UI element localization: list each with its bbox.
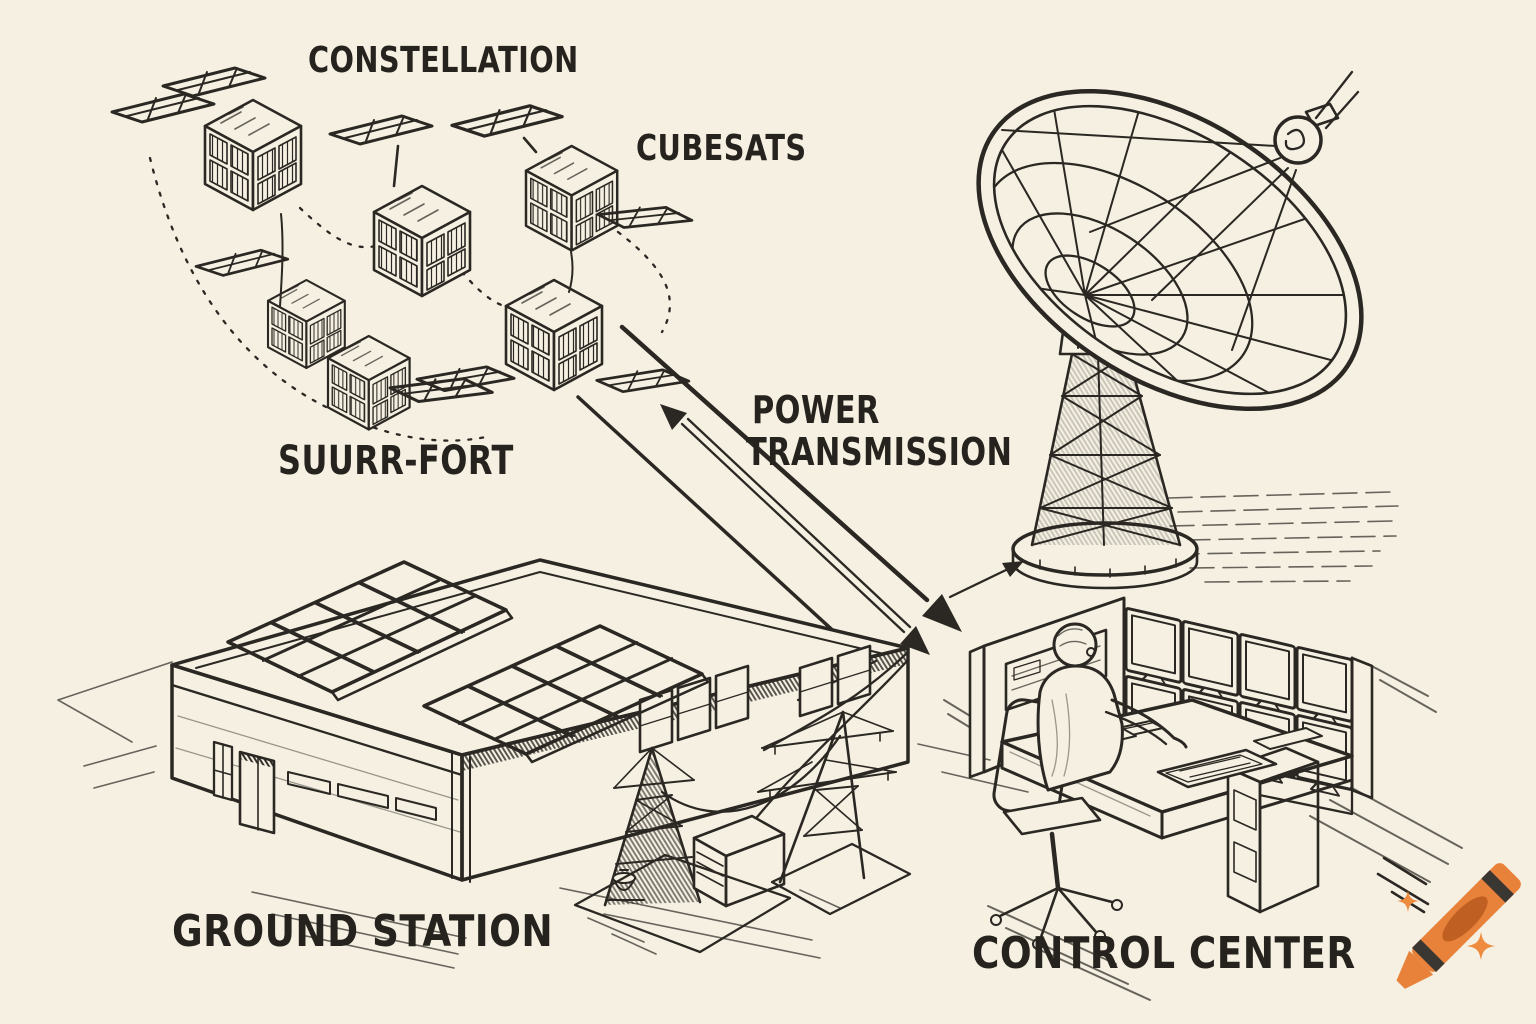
label-ground-station: GROUND STATION bbox=[172, 906, 554, 957]
arrowhead bbox=[900, 626, 930, 655]
transformer bbox=[692, 814, 786, 908]
operator bbox=[1036, 622, 1188, 792]
front-windows bbox=[212, 740, 437, 821]
label-power-line1: POWER bbox=[752, 388, 880, 432]
sparkle-icon bbox=[1396, 889, 1420, 913]
side-windows bbox=[638, 644, 872, 754]
crayon-band bbox=[1412, 939, 1445, 972]
cubesat-constellation bbox=[110, 66, 695, 442]
label-power-line2: TRANSMISSION bbox=[746, 430, 1013, 474]
dish-reflector bbox=[976, 88, 1364, 412]
cubesat bbox=[110, 66, 303, 212]
solar-array bbox=[422, 624, 710, 764]
pylon bbox=[603, 746, 702, 907]
label-cubesats: CUBESATS bbox=[636, 128, 807, 169]
crayon-watermark bbox=[1396, 863, 1521, 989]
dish-lattice-tower bbox=[1030, 352, 1182, 547]
arrowhead bbox=[660, 404, 687, 430]
crayon-icon bbox=[1396, 863, 1521, 989]
cubesat bbox=[328, 114, 472, 298]
antenna-lines bbox=[279, 213, 574, 307]
ground-station-building bbox=[170, 558, 910, 883]
arrowhead bbox=[1002, 561, 1024, 577]
cubesat bbox=[450, 104, 695, 252]
crayon-label bbox=[1442, 896, 1488, 942]
stray-solar-panel bbox=[594, 362, 691, 399]
wall-edge bbox=[968, 644, 986, 779]
crayon-tip bbox=[1396, 950, 1434, 989]
label-support: SUURR-FORT bbox=[278, 438, 514, 484]
satellite-dish bbox=[976, 70, 1399, 590]
arrowhead bbox=[922, 594, 962, 632]
label-constellation: CONSTELLATION bbox=[308, 40, 579, 81]
operator-head bbox=[1052, 622, 1098, 668]
control-center bbox=[943, 596, 1463, 1001]
crayon-band bbox=[1481, 870, 1514, 903]
cubesat bbox=[414, 278, 604, 397]
cubesat bbox=[194, 248, 346, 370]
door bbox=[238, 750, 276, 835]
cubesat bbox=[326, 334, 495, 431]
pylon bbox=[757, 710, 897, 884]
power-pylons bbox=[573, 650, 912, 955]
dish-feed-horn bbox=[1001, 70, 1360, 351]
label-control-center: CONTROL CENTER bbox=[972, 928, 1356, 979]
ground-hatching bbox=[1167, 491, 1399, 583]
ground-streaks bbox=[57, 661, 1029, 969]
solar-array bbox=[226, 560, 514, 702]
ground-station bbox=[57, 558, 1029, 969]
